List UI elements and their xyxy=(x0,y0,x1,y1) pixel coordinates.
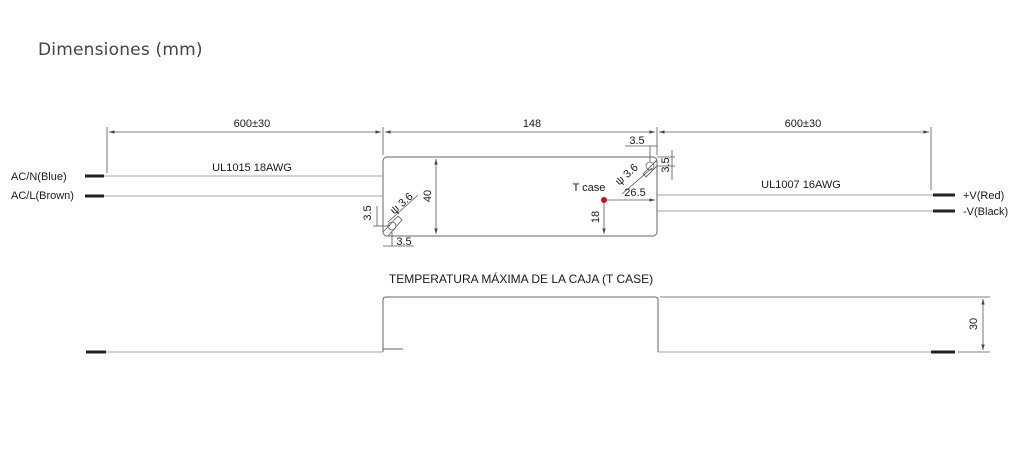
dim-hole-right-horizontal: 3.5 xyxy=(629,135,644,147)
body-outline-side xyxy=(382,296,659,352)
dim-tcase-y-label: 18 xyxy=(590,211,602,223)
wire-right-bottom-label: -V(Black) xyxy=(963,206,1008,218)
dim-hole-left-horizontal: 3.5 xyxy=(396,236,411,248)
dim-hole-left-vertical: 3.5 xyxy=(362,205,374,220)
wire-right-spec: UL1007 16AWG xyxy=(761,179,841,191)
dim-right-wire-label: 600±30 xyxy=(785,118,822,130)
page-title: Dimensiones (mm) xyxy=(38,40,203,60)
wire-left-bottom-label: AC/L(Brown) xyxy=(11,190,74,202)
side-view-caption: TEMPERATURA MÁXIMA DE LA CAJA (T CASE) xyxy=(389,271,653,286)
dim-left-wire-label: 600±30 xyxy=(234,118,271,130)
dim-side-height-label: 30 xyxy=(968,318,980,330)
dim-body-length-label: 148 xyxy=(523,118,541,130)
dim-tcase-x-label: 26.5 xyxy=(624,187,645,199)
dim-hole-right-vertical: 3.5 xyxy=(660,157,672,172)
mounting-hole-left xyxy=(373,194,419,247)
wire-left-spec: UL1015 18AWG xyxy=(212,162,292,174)
wire-right-top-label: +V(Red) xyxy=(963,190,1004,202)
tcase-label: T case xyxy=(573,182,606,194)
wire-left-top-label: AC/N(Blue) xyxy=(11,171,67,183)
top-view: 600±30 148 600±30 40 3.5 3.5 ψ 3.6 xyxy=(11,118,1008,248)
tcase-marker xyxy=(601,197,607,203)
dim-body-height-label: 40 xyxy=(422,190,434,202)
mounting-hole-right xyxy=(621,145,675,195)
side-view: TEMPERATURA MÁXIMA DE LA CAJA (T CASE) 3… xyxy=(86,271,990,354)
body-outline-top xyxy=(382,156,658,237)
